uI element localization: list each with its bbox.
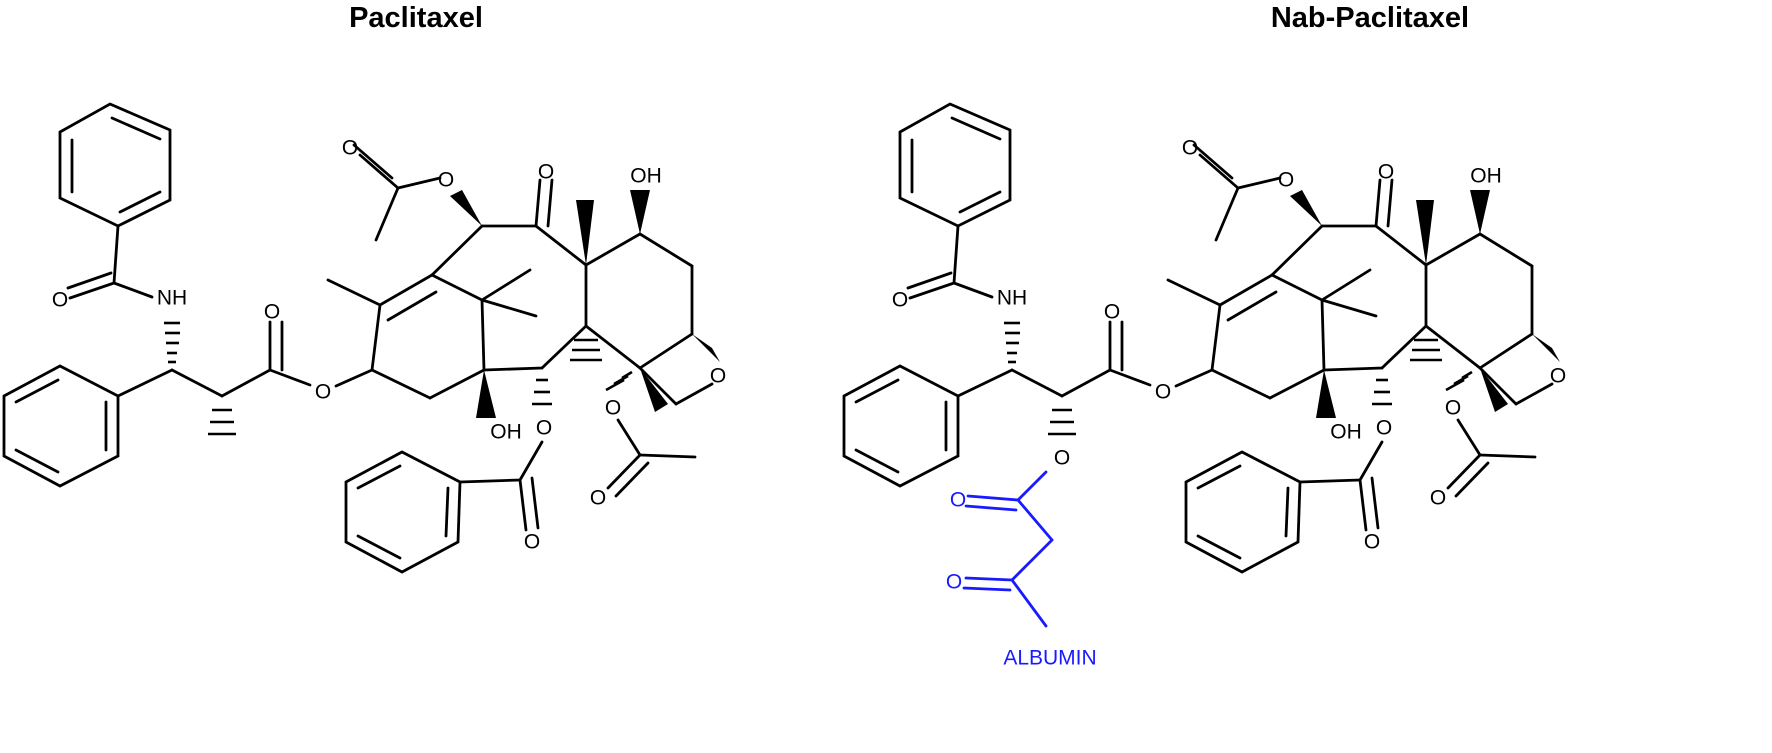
paclitaxel-title: Paclitaxel (349, 2, 483, 34)
linker-carbonyl-oxygen-1-label: O (950, 489, 966, 512)
albumin-label: ALBUMIN (1003, 647, 1096, 670)
nab-paclitaxel-title: Nab-Paclitaxel (1270, 2, 1470, 34)
linker-carbonyl-oxygen-2-label: O (946, 571, 962, 594)
albumin-linker: O O ALBUMIN (946, 470, 1097, 670)
c2-prime-oxygen-label: O (1054, 447, 1070, 470)
nab-paclitaxel-structure: O O O ALBUMIN (842, 102, 1568, 670)
paclitaxel-structure (2, 102, 728, 574)
